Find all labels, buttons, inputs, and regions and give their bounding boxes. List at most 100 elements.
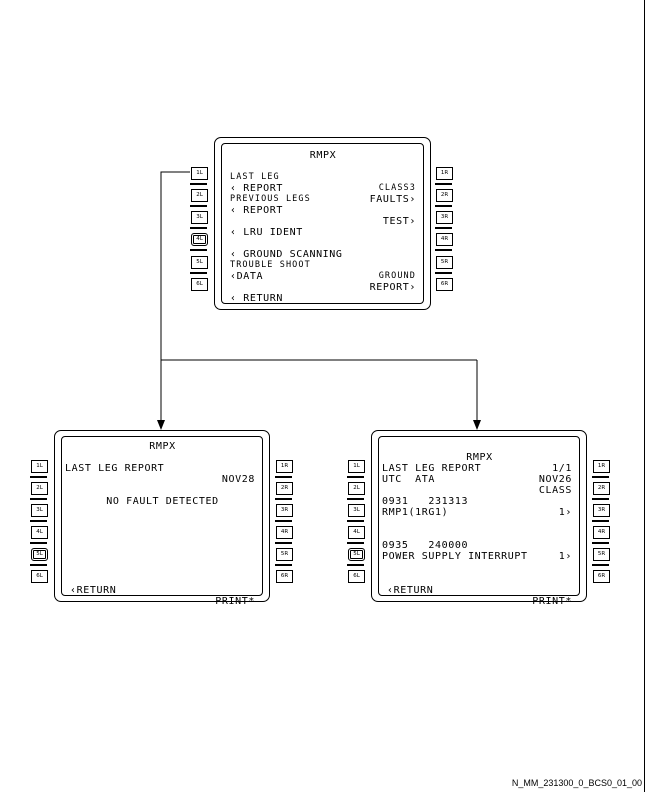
- lsk-5l[interactable]: 5L: [191, 256, 208, 269]
- lsk-separator: [190, 183, 207, 185]
- previous-legs-report-prompt[interactable]: ‹ REPORT: [230, 205, 283, 216]
- lsk-3r[interactable]: 3R: [276, 504, 293, 517]
- screen-title: RMPX: [466, 452, 493, 463]
- last-leg-label: LAST LEG: [230, 172, 280, 182]
- lsk-separator: [435, 183, 452, 185]
- previous-legs-label: PREVIOUS LEGS: [230, 194, 311, 204]
- class3-label: CLASS3: [378, 183, 416, 193]
- lsk-separator: [30, 520, 47, 522]
- ground-report-prompt[interactable]: REPORT›: [369, 282, 416, 293]
- lsk-3l[interactable]: 3L: [31, 504, 48, 517]
- lsk-5l[interactable]: 5L: [31, 548, 48, 561]
- last-leg-report-header: LAST LEG REPORT: [65, 463, 165, 474]
- lsk-separator: [190, 272, 207, 274]
- fault-entry-class[interactable]: 1›: [558, 507, 572, 518]
- fault-entry-class[interactable]: 1›: [558, 551, 572, 562]
- lsk-2l[interactable]: 2L: [348, 482, 365, 495]
- figure-reference: N_MM_231300_0_BCS0_01_00: [511, 778, 642, 788]
- trouble-shoot-data-prompt[interactable]: ‹DATA: [230, 271, 264, 282]
- lsk-5r[interactable]: 5R: [436, 256, 453, 269]
- lsk-6l[interactable]: 6L: [348, 570, 365, 583]
- last-leg-report-header: LAST LEG REPORT: [382, 463, 482, 474]
- top-mcdu-unit: RMPX LAST LEG CLASS3 ‹ REPORT FAULTS› PR…: [214, 137, 431, 310]
- lsk-4r[interactable]: 4R: [593, 526, 610, 539]
- lsk-2r[interactable]: 2R: [436, 189, 453, 202]
- right-mcdu-unit: RMPX 1/1 LAST LEG REPORT NOV26 UTC ATA C…: [371, 430, 587, 607]
- lsk-3l[interactable]: 3L: [191, 211, 208, 224]
- lsk-5l[interactable]: 5L: [348, 548, 365, 561]
- lsk-separator: [275, 564, 292, 566]
- lsk-separator: [435, 227, 452, 229]
- lsk-2l[interactable]: 2L: [191, 189, 208, 202]
- lsk-4l[interactable]: 4L: [31, 526, 48, 539]
- report-date: NOV28: [221, 474, 255, 485]
- lsk-6l[interactable]: 6L: [191, 278, 208, 291]
- lsk-2r[interactable]: 2R: [593, 482, 610, 495]
- lsk-separator: [592, 498, 609, 500]
- lsk-1r[interactable]: 1R: [276, 460, 293, 473]
- lsk-6r[interactable]: 6R: [593, 570, 610, 583]
- print-prompt[interactable]: PRINT*: [215, 596, 255, 607]
- lsk-separator: [190, 227, 207, 229]
- lsk-4r[interactable]: 4R: [436, 233, 453, 246]
- lsk-4l[interactable]: 4L: [191, 233, 208, 246]
- lsk-2r[interactable]: 2R: [276, 482, 293, 495]
- fault-entry-description: RMP1(1RG1): [382, 507, 449, 518]
- lsk-1l[interactable]: 1L: [191, 167, 208, 180]
- lsk-1r[interactable]: 1R: [593, 460, 610, 473]
- right-mcdu-screen: RMPX 1/1 LAST LEG REPORT NOV26 UTC ATA C…: [378, 436, 580, 607]
- lsk-separator: [592, 542, 609, 544]
- lsk-separator: [275, 520, 292, 522]
- ground-scanning-prompt[interactable]: ‹ GROUND SCANNING: [230, 249, 343, 260]
- lsk-separator: [275, 476, 292, 478]
- lsk-separator: [347, 564, 364, 566]
- lsk-3l[interactable]: 3L: [348, 504, 365, 517]
- lsk-separator: [347, 498, 364, 500]
- lsk-4r[interactable]: 4R: [276, 526, 293, 539]
- test-prompt[interactable]: TEST›: [382, 216, 416, 227]
- lsk-6l[interactable]: 6L: [31, 570, 48, 583]
- fault-entry-time-ata: 0931 231313: [382, 496, 469, 507]
- lsk-1r[interactable]: 1R: [436, 167, 453, 180]
- ground-label: GROUND: [378, 271, 416, 281]
- report-date: NOV26: [538, 474, 572, 485]
- lsk-separator: [30, 564, 47, 566]
- class3-faults-prompt[interactable]: FAULTS›: [369, 194, 416, 205]
- fault-entry-time-ata: 0935 240000: [382, 540, 469, 551]
- lsk-1l[interactable]: 1L: [348, 460, 365, 473]
- lsk-separator: [347, 476, 364, 478]
- last-leg-report-prompt[interactable]: ‹ REPORT: [230, 183, 283, 194]
- arrow-down-icon: [157, 420, 165, 430]
- return-prompt[interactable]: ‹ RETURN: [230, 293, 283, 304]
- class-column-header: CLASS: [538, 485, 572, 496]
- lsk-separator: [190, 249, 207, 251]
- lsk-6r[interactable]: 6R: [276, 570, 293, 583]
- lsk-separator: [190, 205, 207, 207]
- return-prompt[interactable]: ‹RETURN: [70, 585, 117, 596]
- lsk-separator: [275, 542, 292, 544]
- lsk-1l[interactable]: 1L: [31, 460, 48, 473]
- lsk-5r[interactable]: 5R: [276, 548, 293, 561]
- lsk-separator: [435, 272, 452, 274]
- lsk-separator: [592, 520, 609, 522]
- lsk-2l[interactable]: 2L: [31, 482, 48, 495]
- lsk-5r[interactable]: 5R: [593, 548, 610, 561]
- print-prompt[interactable]: PRINT*: [532, 596, 572, 607]
- left-mcdu-screen: RMPX LAST LEG REPORT NOV28 NO FAULT DETE…: [61, 436, 263, 607]
- page-edge-line: [644, 0, 645, 792]
- lsk-3r[interactable]: 3R: [436, 211, 453, 224]
- lsk-separator: [347, 542, 364, 544]
- lsk-separator: [30, 542, 47, 544]
- arrow-down-icon: [473, 420, 481, 430]
- lsk-separator: [30, 476, 47, 478]
- lsk-separator: [347, 520, 364, 522]
- lsk-3r[interactable]: 3R: [593, 504, 610, 517]
- utc-ata-column-header: UTC ATA: [382, 474, 435, 485]
- lsk-4l[interactable]: 4L: [348, 526, 365, 539]
- left-mcdu-unit: RMPX LAST LEG REPORT NOV28 NO FAULT DETE…: [54, 430, 270, 607]
- lsk-6r[interactable]: 6R: [436, 278, 453, 291]
- trouble-shoot-label: TROUBLE SHOOT: [230, 260, 311, 270]
- return-prompt[interactable]: ‹RETURN: [387, 585, 434, 596]
- lru-ident-prompt[interactable]: ‹ LRU IDENT: [230, 227, 303, 238]
